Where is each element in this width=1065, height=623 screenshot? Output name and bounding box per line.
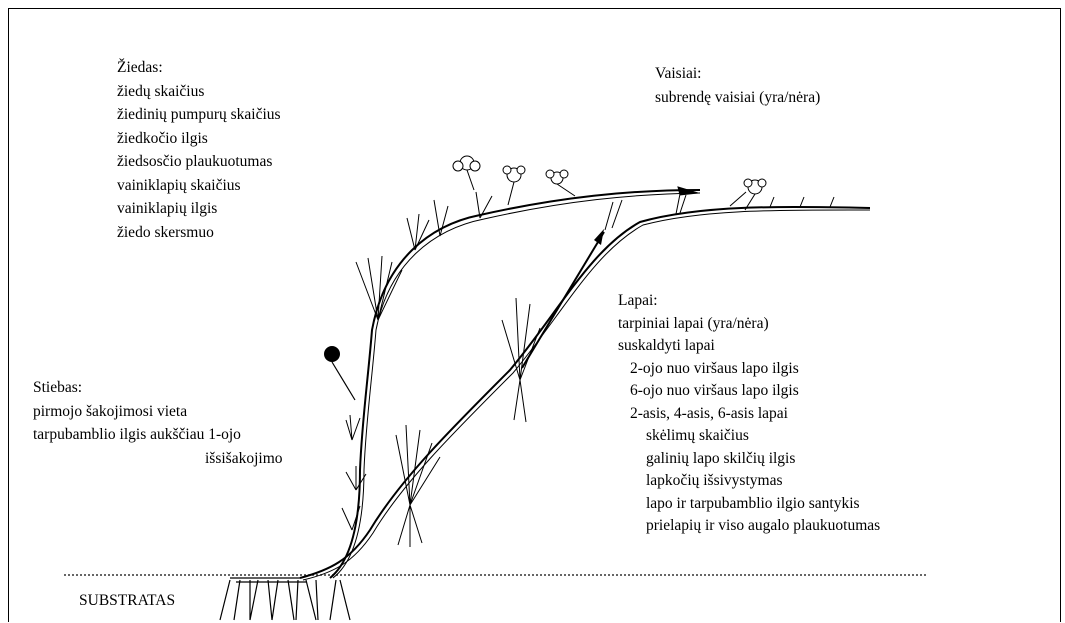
leaves-item: tarpiniai lapai (yra/nėra) [618, 313, 880, 336]
leaves-sub-sub-item: galinių lapo skilčių ilgis [618, 448, 880, 471]
flower-item: žiedo skersmuo [117, 221, 281, 245]
flowers [453, 156, 766, 210]
flower-item: žiedkočio ilgis [117, 127, 281, 151]
fruit-item: subrendę vaisiai (yra/nėra) [655, 86, 820, 110]
substrate-label: SUBSTRATAS [79, 592, 175, 610]
flower-item: vainiklapių skaičius [117, 174, 281, 198]
flower-item: vainiklapių ilgis [117, 197, 281, 221]
stem-labels: Stiebas: pirmojo šakojimosi vieta tarpub… [33, 376, 283, 470]
leaves-sub-sub-item: skėlimų skaičius [618, 425, 880, 448]
leaves-sub-sub-item: prielapių ir viso augalo plaukuotumas [618, 515, 880, 538]
roots [220, 578, 350, 620]
flower-bud-icon [324, 346, 340, 362]
leaves-labels: Lapai: tarpiniai lapai (yra/nėra) suskal… [618, 290, 880, 538]
leaves-sub-item: 6-ojo nuo viršaus lapo ilgis [618, 380, 880, 403]
leaves-sub-sub-item: lapo ir tarpubamblio ilgio santykis [618, 493, 880, 516]
stem-item: pirmojo šakojimosi vieta [33, 400, 283, 424]
fruit-heading: Vaisiai: [655, 62, 820, 86]
upper-leaves [342, 192, 492, 530]
leaves-item: suskaldyti lapai [618, 335, 880, 358]
stem-heading: Stiebas: [33, 376, 283, 400]
leaves-heading: Lapai: [618, 290, 880, 313]
stem-item: išsišakojimo [33, 447, 283, 471]
leaves-sub-sub-item: lapkočių išsivystymas [618, 470, 880, 493]
flower-item: žiedų skaičius [117, 80, 281, 104]
arrow-head-icon [594, 229, 604, 245]
leaf-arrow [522, 232, 604, 368]
leaves-sub-item: 2-ojo nuo viršaus lapo ilgis [618, 358, 880, 381]
flower-item: žiedsosčio plaukuotumas [117, 150, 281, 174]
flower-labels: Žiedas: žiedų skaičius žiedinių pumpurų … [117, 56, 281, 244]
leaves-sub-item: 2-asis, 4-asis, 6-asis lapai [618, 403, 880, 426]
stem-item: tarpubamblio ilgis aukščiau 1-ojo [33, 423, 283, 447]
flower-heading: Žiedas: [117, 56, 281, 80]
fruit-labels: Vaisiai: subrendę vaisiai (yra/nėra) [655, 62, 820, 109]
flower-item: žiedinių pumpurų skaičius [117, 103, 281, 127]
